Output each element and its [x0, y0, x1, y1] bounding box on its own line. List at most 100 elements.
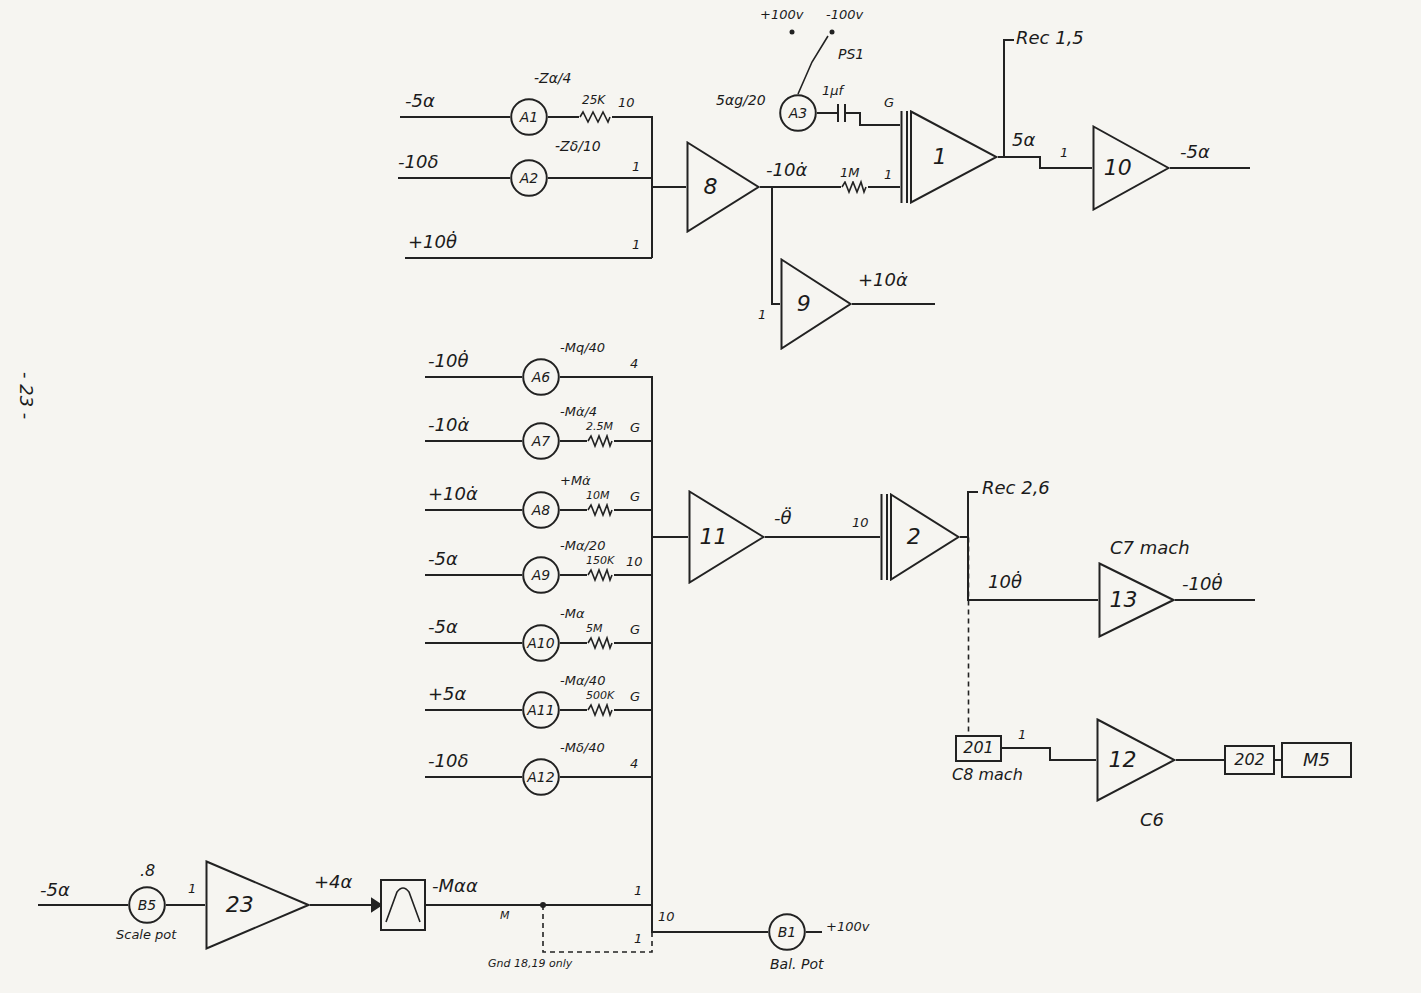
node-label: 2 — [907, 524, 921, 549]
annotation-label: -10θ̇ — [1182, 574, 1222, 595]
annotation-label: C7 mach — [1110, 538, 1190, 559]
node-text: 12 — [1108, 747, 1136, 772]
annotation-label: Bal. Pot — [770, 956, 823, 972]
annotation-label: 4 — [630, 757, 638, 772]
annotation-label: -Mα/40 — [560, 674, 605, 689]
annotation-label: PS1 — [838, 46, 864, 62]
signal-wire — [817, 113, 900, 125]
annotation-label: Gnd 18,19 only — [488, 958, 572, 971]
signal-wire — [960, 537, 969, 735]
potentiometer-circle: A6 — [522, 358, 560, 396]
amplifier-triangle: 12 — [1096, 718, 1176, 802]
annotation-label: -10α̇ — [766, 160, 807, 181]
node-label: A1 — [520, 109, 538, 125]
component-box: 202 — [1224, 745, 1275, 775]
signal-wire — [560, 510, 688, 537]
annotation-label: 500K — [586, 690, 614, 703]
annotation-label: -Mα — [560, 607, 584, 622]
signal-wire — [760, 187, 780, 304]
node-label: A8 — [532, 502, 550, 518]
amplifier-triangle: 10 — [1092, 125, 1170, 211]
node-label: A10 — [527, 635, 554, 651]
potentiometer-circle: A1 — [510, 98, 548, 136]
page-number: - 23 - — [15, 372, 36, 419]
annotation-label: 2.5M — [586, 421, 613, 434]
node-text: A10 — [527, 635, 554, 651]
annotation-label: M — [500, 910, 510, 923]
annotation-label: -5α — [1180, 142, 1210, 163]
signal-wire — [760, 186, 900, 188]
node-label: A7 — [532, 433, 550, 449]
annotation-label: G — [630, 490, 640, 505]
signal-wire — [560, 537, 688, 575]
annotation-label: 1 — [884, 168, 892, 183]
signal-wire — [560, 537, 688, 643]
amplifier-triangle: 8 — [686, 141, 760, 233]
annotation-label: -Zδ/10 — [555, 138, 601, 154]
annotation-label: -10α̇ — [428, 415, 469, 436]
potentiometer-circle: A9 — [522, 556, 560, 594]
annotation-label: 10 — [626, 555, 643, 570]
potentiometer-circle: A11 — [522, 691, 560, 729]
annotation-label: 1 — [634, 884, 642, 899]
signal-wire — [560, 441, 688, 537]
node-label: M5 — [1303, 750, 1330, 771]
annotation-label: 10 — [618, 96, 635, 111]
potentiometer-circle: B5 — [128, 886, 166, 924]
node-text: A7 — [532, 433, 550, 449]
signal-wire — [560, 377, 688, 537]
annotation-label: +4α — [314, 872, 352, 893]
potentiometer-circle: A3 — [779, 94, 817, 132]
potentiometer-circle: A7 — [522, 422, 560, 460]
node-text: B1 — [778, 924, 797, 940]
annotation-label: -Mδ/40 — [560, 741, 605, 756]
node-label: B1 — [778, 924, 797, 940]
signal-wire — [548, 117, 686, 187]
amplifier-triangle: 9 — [780, 258, 852, 350]
annotation-label: Rec 2,6 — [982, 478, 1050, 499]
potentiometer-circle: A12 — [522, 758, 560, 796]
node-text: 201 — [963, 739, 994, 757]
potentiometer-circle: A10 — [522, 624, 560, 662]
node-label: 23 — [226, 892, 254, 917]
integrator-triangle: 1 — [900, 110, 998, 204]
annotation-label: G — [630, 623, 640, 638]
node-text: 13 — [1109, 587, 1137, 612]
annotation-label: 10M — [586, 490, 610, 503]
shape-outline — [780, 258, 852, 350]
annotation-label: 25K — [582, 94, 605, 108]
node-text: B5 — [138, 897, 157, 913]
signal-wire — [560, 537, 688, 777]
node-text: A6 — [532, 369, 550, 385]
node-text: 2 — [907, 524, 921, 549]
amplifier-triangle: 13 — [1098, 562, 1175, 638]
annotation-label: +100v — [760, 8, 803, 23]
annotation-label: -Mαα — [432, 876, 478, 897]
annotation-label: -Mq/40 — [560, 341, 605, 356]
annotation-label: 1 — [634, 932, 642, 947]
annotation-label: C8 mach — [952, 766, 1023, 784]
signal-wire — [1176, 759, 1224, 761]
annotation-label: -θ̈ — [774, 508, 792, 529]
node-text: A11 — [527, 702, 554, 718]
annotation-label: Scale pot — [116, 928, 176, 943]
signal-wire — [1275, 759, 1281, 761]
node-text: M5 — [1303, 750, 1330, 771]
node-text: 9 — [797, 291, 811, 316]
node-text: 10 — [1104, 155, 1132, 180]
signal-wire — [560, 537, 688, 710]
node-label: 8 — [703, 174, 717, 199]
node-label: A12 — [527, 769, 554, 785]
annotation-label: 1 — [188, 882, 196, 897]
node-text: 8 — [703, 174, 717, 199]
node-label: 202 — [1234, 751, 1265, 769]
annotation-label: Rec 1,5 — [1016, 28, 1084, 49]
node-text: A8 — [532, 502, 550, 518]
component-box: 201 — [955, 735, 1002, 762]
annotation-label: -10δ — [428, 751, 468, 772]
annotation-label: 10 — [658, 910, 675, 925]
annotation-label: 5α — [1012, 130, 1035, 151]
shape-outline — [205, 860, 310, 950]
annotation-label: -5α — [40, 880, 70, 901]
signal-wire — [998, 157, 1092, 168]
